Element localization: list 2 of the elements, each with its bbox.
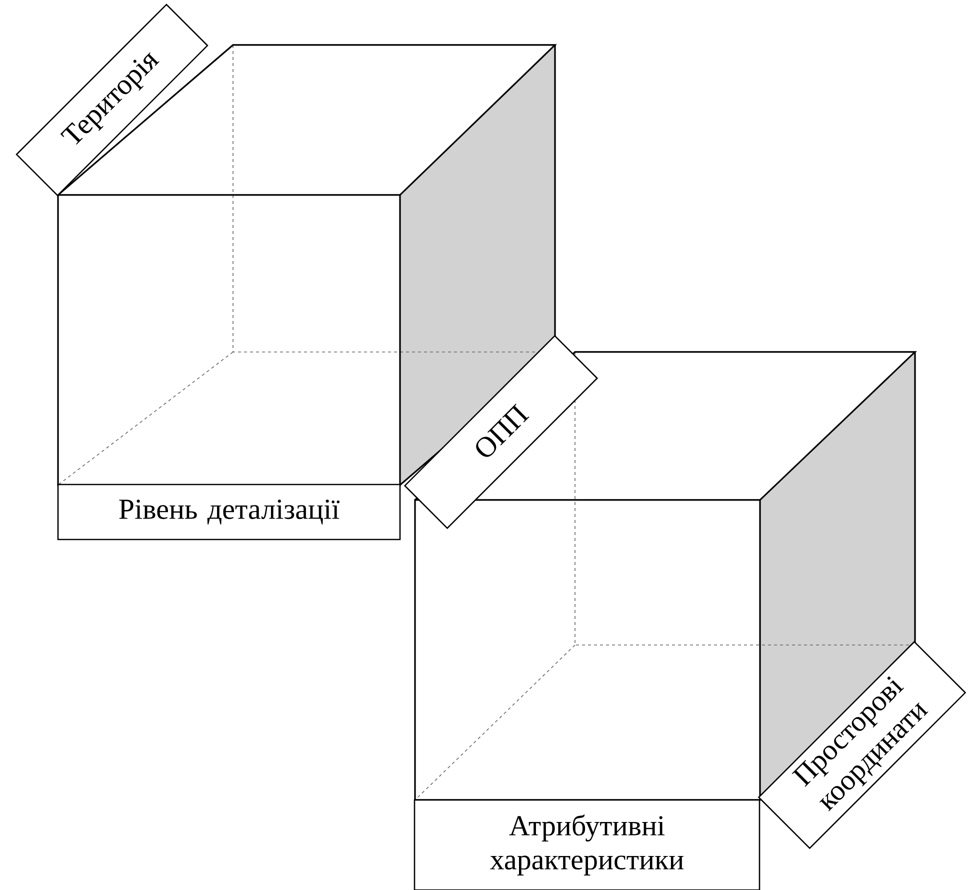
- label-box: Атрибутивні характеристики: [414, 799, 760, 890]
- label-box: Рівень деталізації: [57, 484, 401, 540]
